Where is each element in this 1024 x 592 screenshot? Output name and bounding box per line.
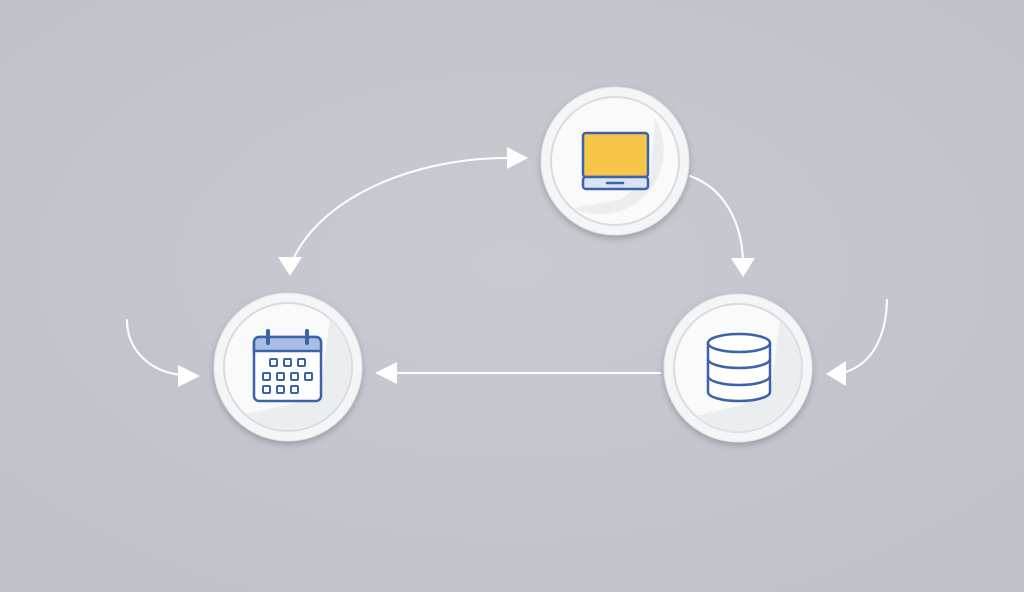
node-device-shade — [572, 118, 664, 215]
arrowhead-to-storage-right — [826, 361, 846, 386]
node-device[interactable] — [540, 86, 690, 236]
database-icon — [706, 332, 772, 403]
arrowhead-to-calendar-right — [375, 362, 397, 384]
calendar-icon — [252, 329, 323, 403]
arrowhead-to-device — [507, 147, 528, 169]
arrowhead-to-calendar-left — [178, 365, 200, 387]
connector-device-calendar — [291, 157, 508, 263]
connector-external-calendar — [126, 319, 183, 376]
connector-external-storage — [841, 299, 888, 374]
node-storage[interactable] — [663, 293, 813, 443]
node-storage-shade — [695, 320, 802, 433]
arrowheads — [178, 147, 846, 387]
arrowhead-to-storage-top — [731, 258, 755, 277]
node-calendar[interactable] — [213, 292, 363, 442]
connector-device-storage — [689, 175, 744, 263]
node-calendar-shade — [245, 318, 352, 431]
connectors — [126, 157, 888, 376]
laptop-icon — [581, 131, 650, 191]
arrowhead-to-calendar-top — [278, 257, 302, 276]
